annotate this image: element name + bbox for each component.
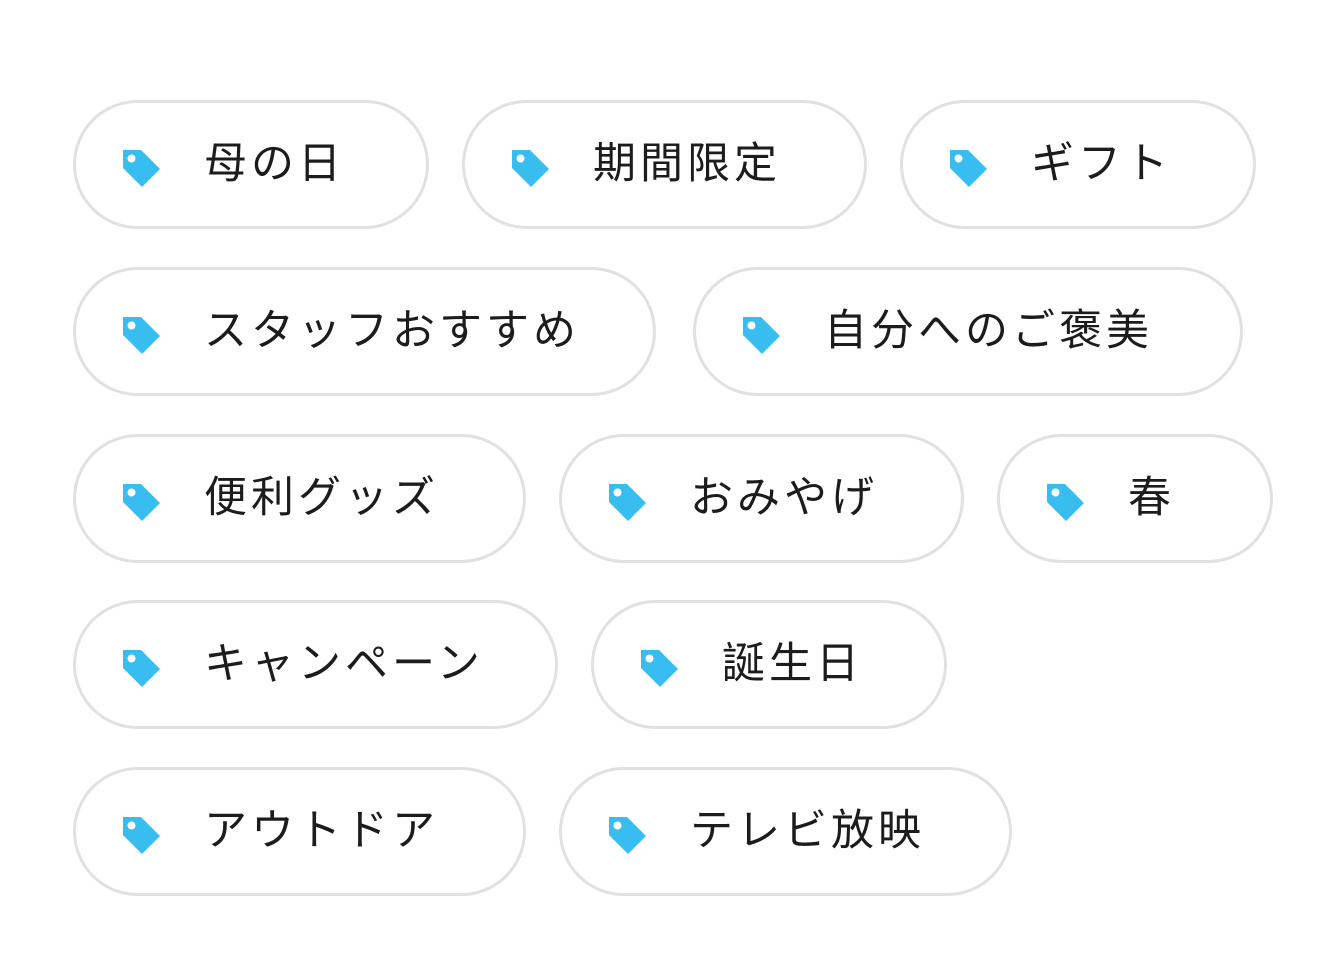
tag-icon (947, 147, 989, 189)
tag-icon (120, 647, 162, 689)
tag-chip-tv-houei[interactable]: テレビ放映 (559, 767, 1012, 896)
tag-chip-haru[interactable]: 春 (997, 434, 1273, 563)
tag-chip-jibun-gohoubi[interactable]: 自分へのご褒美 (693, 267, 1243, 396)
tag-label: キャンペーン (204, 639, 484, 689)
tag-label: 母の日 (204, 139, 345, 189)
tag-row: スタッフおすすめ 自分へのご褒美 (73, 267, 1243, 396)
tag-row: キャンペーン 誕生日 (73, 600, 947, 729)
tag-icon (638, 647, 680, 689)
tag-label: おみやげ (690, 473, 878, 523)
tag-chip-gift[interactable]: ギフト (900, 100, 1256, 229)
tag-label: 期間限定 (593, 139, 781, 189)
tag-chip-omiyage[interactable]: おみやげ (559, 434, 964, 563)
tag-label: 便利グッズ (204, 473, 439, 523)
tag-chip-staff-osusume[interactable]: スタッフおすすめ (73, 267, 656, 396)
tag-icon (120, 814, 162, 856)
tag-chip-kikangentei[interactable]: 期間限定 (462, 100, 867, 229)
tag-icon (740, 314, 782, 356)
tag-icon (1044, 481, 1086, 523)
tag-icon (509, 147, 551, 189)
tag-icon (606, 814, 648, 856)
tag-label: テレビ放映 (690, 806, 925, 856)
tag-icon (120, 314, 162, 356)
tag-label: 春 (1128, 473, 1175, 523)
tag-chip-tanjoubi[interactable]: 誕生日 (591, 600, 947, 729)
tag-label: ギフト (1031, 139, 1172, 189)
tag-row: 母の日 期間限定 ギフト (73, 100, 1256, 229)
tag-label: 誕生日 (722, 639, 863, 689)
tag-row: 便利グッズ おみやげ 春 (73, 434, 1273, 563)
tag-label: スタッフおすすめ (204, 306, 580, 356)
tag-row: アウトドア テレビ放映 (73, 767, 1012, 896)
tag-icon (120, 481, 162, 523)
tag-chip-campaign[interactable]: キャンペーン (73, 600, 558, 729)
tag-label: アウトドア (204, 806, 439, 856)
tag-icon (606, 481, 648, 523)
tag-chip-benri-goods[interactable]: 便利グッズ (73, 434, 526, 563)
tag-icon (120, 147, 162, 189)
tag-chip-hahanohi[interactable]: 母の日 (73, 100, 429, 229)
tag-chip-outdoor[interactable]: アウトドア (73, 767, 526, 896)
tag-label: 自分へのご褒美 (824, 306, 1153, 356)
